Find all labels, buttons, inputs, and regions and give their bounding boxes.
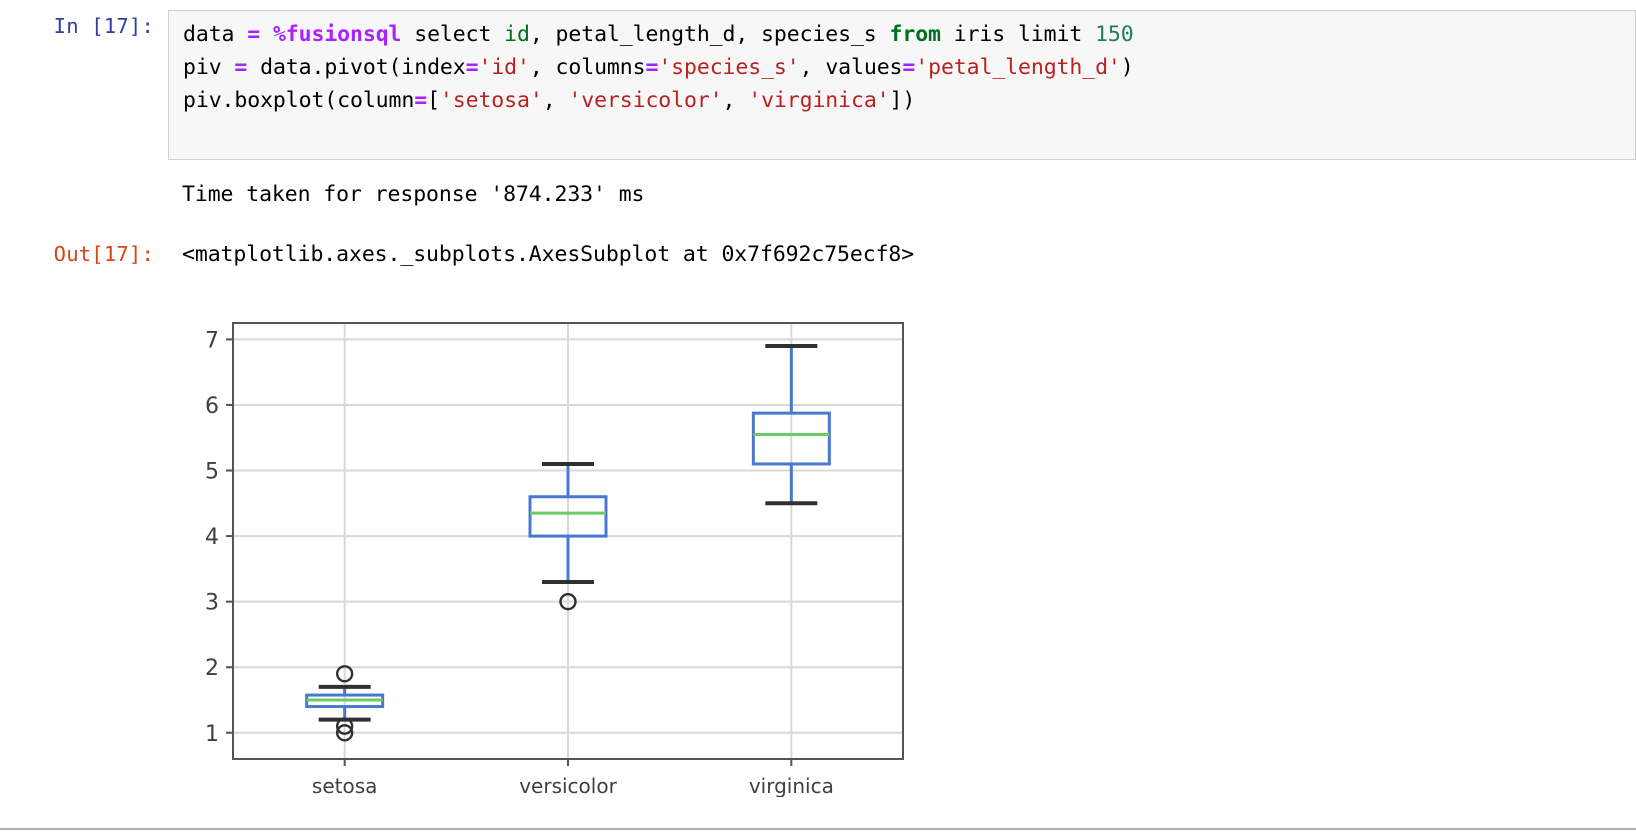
y-tick-label: 1 [205,722,219,747]
code-token-text: select [401,22,505,47]
box-iqr [751,411,831,466]
code-token-text: , [542,88,569,113]
code-token-operator: = [465,55,479,80]
y-tick-label: 5 [205,460,219,485]
code-token-string: 'versicolor' [568,88,723,113]
code-token-text: data [183,22,248,47]
output-prompt-label: Out[17]: [53,242,154,266]
y-tick-label: 4 [205,525,219,550]
x-tick-label: setosa [312,774,377,797]
code-token-text: piv.boxplot(column [183,88,415,113]
code-token-operator: = [902,55,916,80]
x-axis-tick-labels: setosa versicolor virginica [312,774,834,797]
stdout-text: Time taken for response '874.233' ms [182,182,645,207]
code-token-string: 'species_s' [658,55,800,80]
boxplot-svg: 1 2 3 4 5 6 7 setosa versicolor virginica [205,322,904,797]
notebook-output-cell: Out[17]: <matplotlib.axes._subplots.Axes… [0,238,1636,271]
x-tick-label: versicolor [519,774,617,797]
cell-divider-rule [0,828,1636,830]
y-tick-label: 3 [205,591,219,616]
outlier-marker [335,724,354,742]
code-token-text: ) [1120,55,1134,80]
code-token-text: , petal_length_d, species_s [529,22,890,47]
output-repr-text: <matplotlib.axes._subplots.AxesSubplot a… [182,242,915,267]
outlier-marker [335,717,354,735]
code-token-text: iris limit [940,22,1096,47]
code-line-1: data = %fusionsql select id, petal_lengt… [183,18,1635,51]
code-token-magic: %fusionsql [272,22,402,47]
code-token-string: 'setosa' [439,88,543,113]
y-tick-label: 7 [205,328,219,353]
code-token-text: data.pivot(index [260,55,466,80]
code-token-operator: = [645,55,659,80]
code-editor-area[interactable]: data = %fusionsql select id, petal_lengt… [168,10,1636,160]
stdout-prompt-spacer [0,178,168,211]
code-token-text: ]) [889,88,916,113]
input-prompt-label: In [17]: [53,14,154,38]
code-token-text: , [722,88,749,113]
code-token-string: 'petal_length_d' [915,55,1121,80]
outlier-marker [559,592,577,611]
notebook-stdout-cell: Time taken for response '874.233' ms [0,178,1636,211]
code-line-2: piv = data.pivot(index='id', columns='sp… [183,51,1635,84]
box-plot-versicolor [528,461,608,611]
outlier-marker [335,665,354,683]
box-plot-virginica [751,343,831,506]
code-token-text: , columns [529,55,646,80]
x-axis-ticks [343,759,793,766]
code-token-operator: = [414,88,428,113]
code-token-number: 150 [1095,22,1134,47]
code-line-3: piv.boxplot(column=['setosa', 'versicolo… [183,84,1635,117]
y-tick-label: 2 [205,656,219,681]
y-tick-label: 6 [205,394,219,419]
box-plots [305,343,831,742]
matplotlib-figure: 1 2 3 4 5 6 7 setosa versicolor virginica [168,292,928,797]
code-token-operator: = [234,55,261,80]
box-plot-setosa [305,665,385,742]
notebook-input-cell[interactable]: In [17]: data = %fusionsql select id, pe… [0,10,1636,160]
code-token-string: 'virginica' [748,88,890,113]
code-token-text: [ [427,88,440,113]
code-token-builtin: id [504,22,530,47]
x-tick-label: virginica [749,774,834,797]
code-token-operator: = [247,22,273,47]
code-token-text: , values [799,55,903,80]
y-axis-ticks [226,338,233,734]
code-token-keyword: from [889,22,941,47]
code-token-text: piv [183,55,235,80]
y-axis-tick-labels: 1 2 3 4 5 6 7 [205,328,219,746]
box-iqr [528,495,608,538]
code-token-string: 'id' [478,55,530,80]
